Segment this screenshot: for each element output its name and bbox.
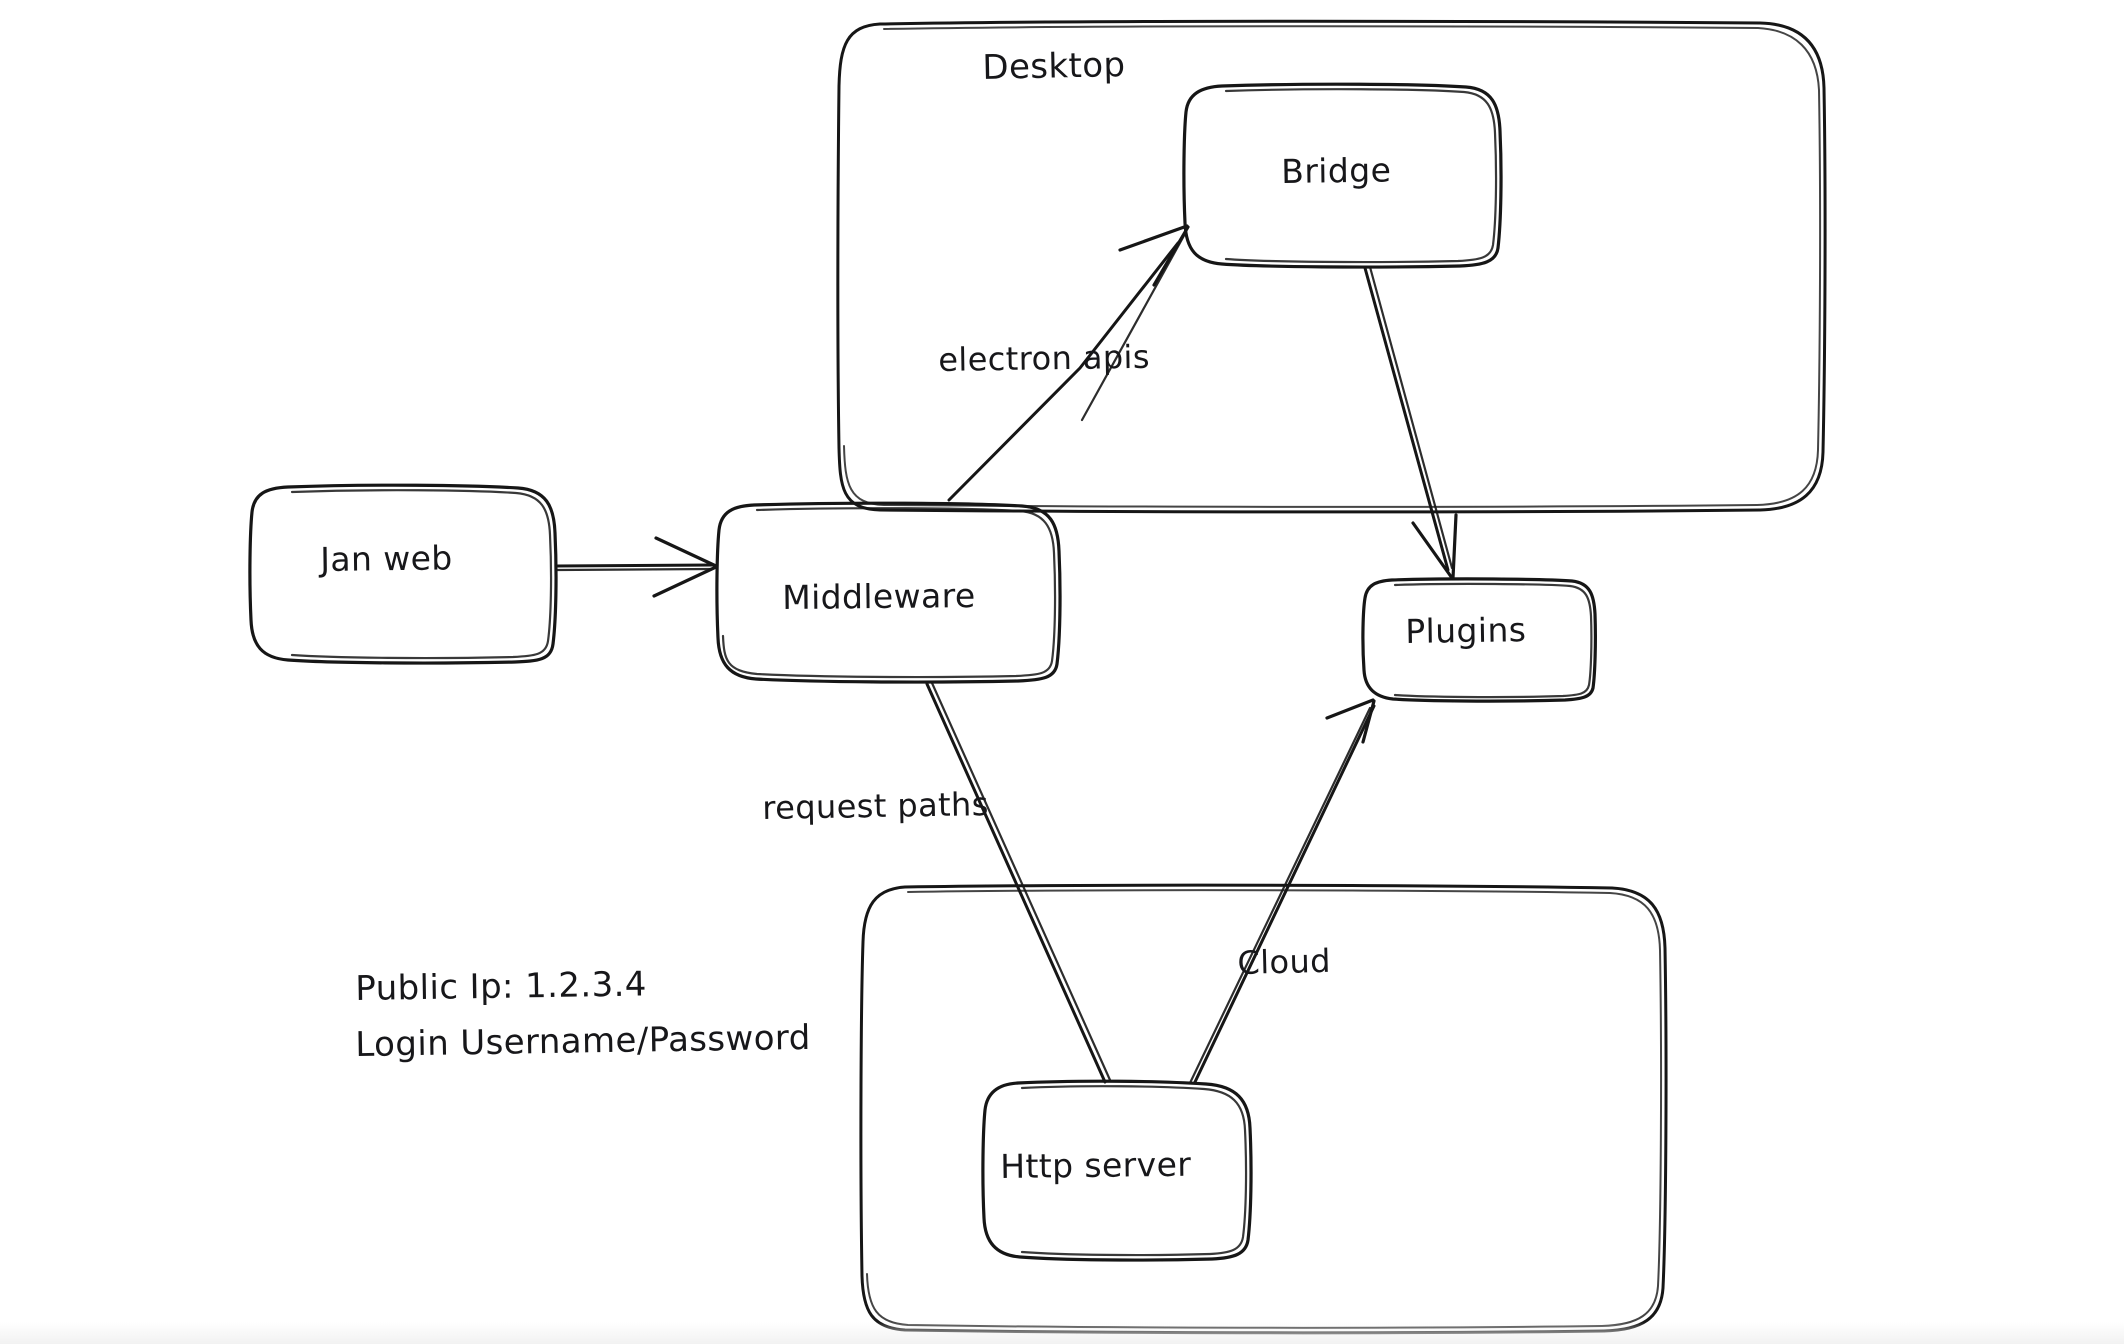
note-login: Login Username/Password	[355, 1017, 811, 1065]
node-label-jan-web[interactable]: Jan web	[320, 538, 453, 579]
container-desktop-shape	[836, 19, 1827, 514]
note-public-ip: Public Ip: 1.2.3.4	[355, 964, 648, 1009]
container-label-desktop: Desktop	[982, 45, 1126, 88]
edge-http-server-to-plugins	[1188, 698, 1376, 1085]
node-label-plugins[interactable]: Plugins	[1405, 610, 1527, 651]
node-jan-web-shape	[248, 483, 558, 665]
node-middleware-shape	[715, 501, 1062, 684]
node-http-server-shape	[981, 1079, 1253, 1262]
node-label-bridge[interactable]: Bridge	[1281, 150, 1392, 191]
edge-janweb-to-middleware	[554, 536, 718, 598]
node-label-http-server[interactable]: Http server	[1000, 1144, 1192, 1186]
node-label-middleware[interactable]: Middleware	[782, 575, 976, 617]
edge-bridge-to-plugins	[1363, 265, 1458, 580]
notes-block: Public Ip: 1.2.3.4 Login Username/Passwo…	[355, 964, 811, 1065]
edge-label-request-paths: request paths	[762, 785, 990, 827]
edge-middleware-to-http-server	[925, 681, 1112, 1084]
edge-label-electron-apis: electron apis	[938, 337, 1151, 379]
edge-middleware-to-bridge	[947, 224, 1190, 502]
edge-label-cloud: Cloud	[1237, 941, 1332, 982]
page-bottom-edge	[0, 1322, 2124, 1344]
node-plugins-shape	[1361, 577, 1597, 703]
node-bridge-shape	[1182, 82, 1503, 269]
